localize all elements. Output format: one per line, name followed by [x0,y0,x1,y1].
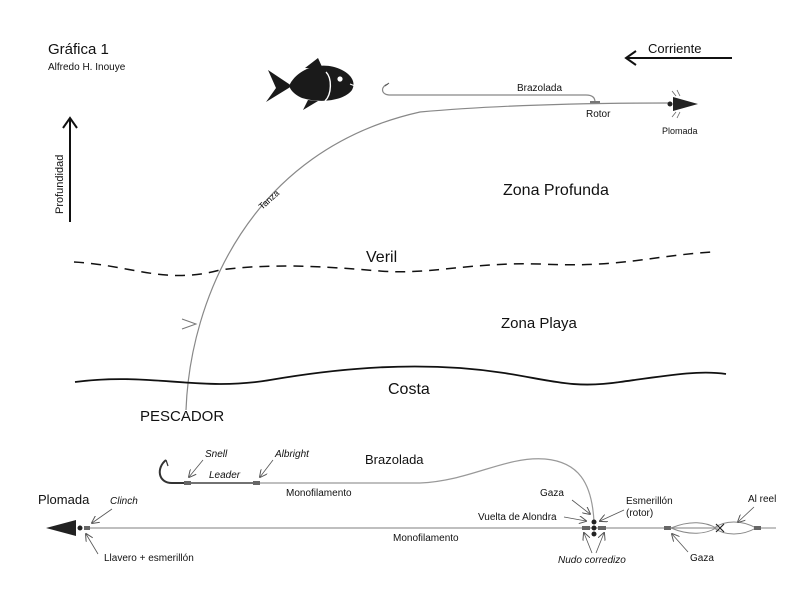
albright-label: Albright [274,449,310,460]
top-brazolada-label: Brazolada [517,83,562,94]
bottom-brazolada-label: Brazolada [365,452,424,467]
gaza-top-label: Gaza [540,488,564,499]
top-brazolada [381,82,596,103]
costa-line [74,365,727,386]
current-label: Corriente [648,41,701,56]
veril-label: Veril [366,249,397,266]
figure-author: Alfredo H. Inouye [48,62,126,73]
al-reel-label: Al reel [748,494,776,505]
fish-icon [266,58,356,110]
top-sinker-icon [667,89,698,119]
monofilamento-main-label: Monofilamento [393,533,459,544]
top-plomada-label: Plomada [662,126,698,136]
snell-knot [184,481,191,485]
rotor-swivel [590,101,600,104]
monofilamento-upper-label: Monofilamento [286,488,352,499]
current-arrow-icon [624,50,732,66]
clinch-label: Clinch [110,496,138,507]
vuelta-label: Vuelta de Alondra [478,512,557,523]
rod-guide-icon [181,318,198,330]
bottom-brazolada-line [260,458,595,523]
zona-playa-label: Zona Playa [501,315,578,332]
albright-knot [253,481,260,485]
rotor-paren-label: (rotor) [626,508,653,519]
veril-line [73,251,713,277]
gaza-bottom-label: Gaza [690,553,714,564]
tanza-label: Tanza [257,188,282,212]
swivel-cluster [582,519,606,537]
figure-title: Gráfica 1 [48,41,109,58]
leader-label: Leader [209,470,241,481]
reel-loop [664,521,776,535]
rotor-label: Rotor [586,109,611,120]
depth-label: Profundidad [54,155,66,214]
snell-label: Snell [205,449,228,460]
depth-arrow-icon [62,116,78,222]
tanza-line [185,102,669,411]
bottom-plomada-label: Plomada [38,492,90,507]
costa-label: Costa [388,381,430,398]
pescador-label: PESCADOR [140,408,224,425]
zona-profunda-label: Zona Profunda [503,182,609,199]
nudo-corredizo-label: Nudo corredizo [558,555,626,566]
llavero-label: Llavero + esmerillón [104,553,194,564]
esmerillon-label: Esmerillón [626,496,673,507]
bottom-sinker-icon [46,520,90,536]
hook-icon [158,459,186,484]
